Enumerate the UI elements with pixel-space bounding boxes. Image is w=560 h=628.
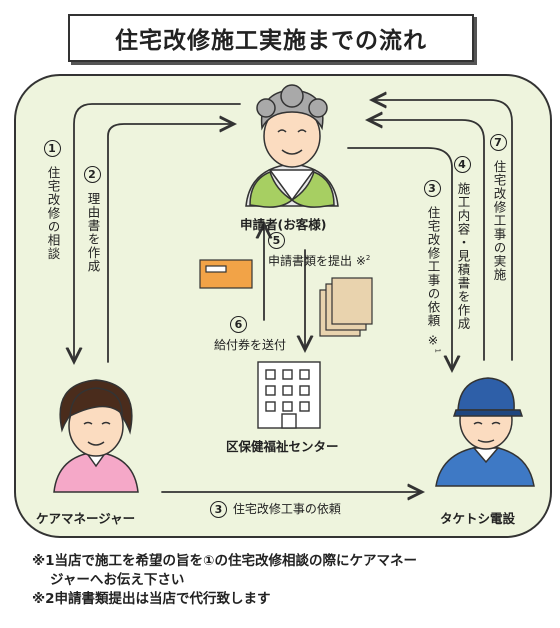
step6-number: 6 <box>230 316 247 333</box>
step5-text-row: 申請書類を提出 ※2 <box>268 252 370 269</box>
step5-note-mark: ※ <box>355 254 366 268</box>
envelope-illustration <box>199 259 253 289</box>
step6-text-row: 給付券を送付 <box>214 336 286 353</box>
center-building-illustration <box>257 361 321 429</box>
title-text: 住宅改修施工実施までの流れ <box>115 28 427 54</box>
step1-number: 1 <box>44 140 61 157</box>
step1-text: 住宅改修の相談 <box>45 165 61 261</box>
step3-label: 3 住宅改修工事の依頼 ※1 <box>424 180 445 354</box>
page-title: 住宅改修施工実施までの流れ <box>68 14 474 62</box>
step6-text: 給付券を送付 <box>214 338 287 352</box>
documents-illustration <box>319 277 373 337</box>
step6-label: 6 <box>230 316 247 333</box>
label-center: 区保健福祉センター <box>226 439 339 454</box>
step5-text: 申請書類を提出 <box>268 254 353 268</box>
applicant-illustration <box>245 84 339 208</box>
note2: ※2申請書類提出は当店で代行致します <box>32 591 271 607</box>
step7-label: 7 住宅改修工事の実施 <box>490 134 507 281</box>
arrow-step4 <box>370 120 485 361</box>
step7-text: 住宅改修工事の実施 <box>491 159 507 282</box>
step7-number: 7 <box>490 134 507 151</box>
arrow-step7 <box>374 100 513 361</box>
step3b-number: 3 <box>210 501 227 518</box>
step3-text: 住宅改修工事の依頼 <box>425 205 441 328</box>
step3b-label: 3 住宅改修工事の依頼 <box>210 500 341 518</box>
care-manager-illustration <box>53 379 139 493</box>
note1-line1: ※1当店で施工を希望の旨を①の住宅改修相談の際にケアマネー <box>32 553 417 569</box>
step5-number: 5 <box>268 232 285 249</box>
step4-text: 施工内容・見積書を作成 <box>455 181 471 331</box>
label-care-manager: ケアマネージャー <box>36 511 136 526</box>
step3-note-sup: 1 <box>433 348 442 354</box>
step5-note-sup: 2 <box>365 254 371 262</box>
footnotes: ※1当店で施工を希望の旨を①の住宅改修相談の際にケアマネー ジャーへお伝え下さい… <box>32 552 417 609</box>
arrow-step3 <box>347 147 452 368</box>
label-contractor: タケトシ電設 <box>440 511 516 526</box>
label-applicant: 申請者(お客様) <box>240 217 327 232</box>
contractor-illustration <box>435 377 535 487</box>
arrow-step2 <box>107 124 232 363</box>
step4-label: 4 施工内容・見積書を作成 <box>454 156 471 330</box>
step2-label: 2 理由書を作成 <box>84 166 101 273</box>
step3-number: 3 <box>424 180 441 197</box>
step3-note-mark: ※ <box>425 332 441 349</box>
step2-number: 2 <box>84 166 101 183</box>
step3b-text: 住宅改修工事の依頼 <box>232 502 341 516</box>
step1-label: 1 住宅改修の相談 <box>44 140 61 260</box>
step4-number: 4 <box>454 156 471 173</box>
arrow-step1 <box>74 103 241 360</box>
step2-text: 理由書を作成 <box>85 191 101 273</box>
step5-label: 5 <box>268 232 287 249</box>
note1-line2: ジャーへお伝え下さい <box>50 572 185 588</box>
